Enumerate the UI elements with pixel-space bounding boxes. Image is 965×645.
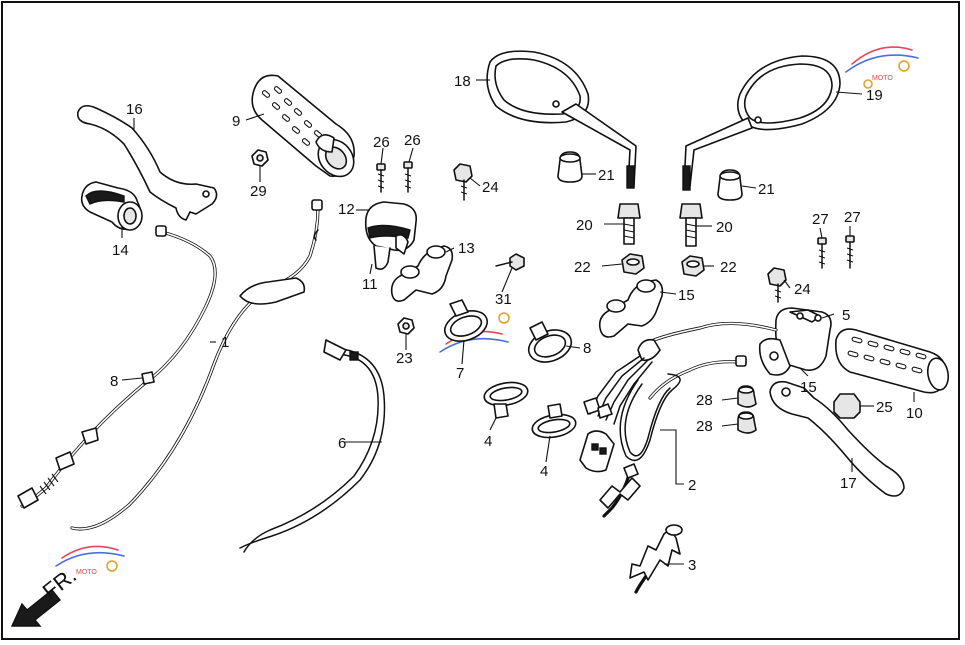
callout-1: 1 [221,334,229,351]
throttle-cable-1 [70,199,323,531]
switch-wiring-harness [579,321,778,473]
cable-boot-3 [629,524,683,594]
clutch-lever-bracket [80,181,143,231]
switch-clamp-15-left [598,279,664,338]
mirror-right [682,55,841,191]
callout-28-lower: 28 [696,418,713,435]
throttle-housing [364,201,418,270]
callout-3: 3 [688,557,696,574]
callout-28-upper: 28 [696,392,713,409]
cable-2 [599,373,681,518]
screw-26-right [403,161,413,193]
callout-4-upper: 4 [484,433,492,450]
nut-22-right [681,255,705,277]
leader-lines [121,79,915,565]
callout-labels: 16 14 29 9 26 26 24 12 11 13 1 8 6 23 7 … [110,73,923,574]
callout-11: 11 [362,276,378,293]
brake-lever [769,380,905,497]
callout-8-right: 8 [583,340,591,357]
bolt-24-right [767,267,787,303]
grip-texture [847,336,927,374]
clamp-band-4-upper [483,381,529,419]
callout-17: 17 [840,475,857,492]
callout-20-left: 20 [576,217,593,234]
callout-7: 7 [456,365,464,382]
callout-4-lower: 4 [540,463,548,480]
cap-25 [833,393,861,419]
callout-9: 9 [232,113,240,130]
watermark-logo-bottom-left: MOTO [55,545,125,576]
callout-23: 23 [396,350,413,367]
callout-26-left: 26 [373,134,390,151]
callout-27-left: 27 [812,211,829,228]
callout-12: 12 [338,201,355,218]
clamp-band-7 [443,299,489,342]
clamp-band-8 [527,321,573,363]
mirror-adapter-20-left [617,203,641,245]
nut-22-left [621,253,645,275]
callout-13: 13 [458,240,475,257]
callout-6: 6 [338,435,346,452]
clamp-band-4-lower [531,403,577,439]
callout-8-left: 8 [110,373,118,390]
front-arrow-icon [10,589,61,627]
callout-21-left: 21 [598,167,615,184]
grip-right [834,328,950,394]
nut-28-lower [737,411,757,434]
screw-27-left [817,237,827,269]
throttle-grip-left [251,74,355,178]
nut-28-upper [737,385,757,408]
svg-text:MOTO: MOTO [872,75,893,82]
callout-15-center: 15 [678,287,695,304]
callout-14: 14 [112,242,129,259]
callout-22-left: 22 [574,259,591,276]
mirror-cap-21-left [557,151,583,183]
clutch-lever [76,104,218,221]
mirror-left [486,50,637,189]
right-switch-housing [758,307,832,376]
callout-24-right: 24 [794,281,811,298]
watermark-logo-top-right: MOTO [845,46,919,89]
mirror-cap-21-right [717,169,743,201]
callout-29: 29 [250,183,267,200]
screw-27-right [845,235,855,269]
callout-26-right: 26 [404,132,421,149]
nut-23 [397,317,415,335]
grip-texture [261,86,323,146]
bolt-31 [495,253,525,271]
callout-19: 19 [866,87,883,104]
cable-6 [239,339,386,553]
callout-25: 25 [876,399,893,416]
callout-27-right: 27 [844,209,861,226]
callout-10: 10 [906,405,923,422]
bolt-24-left [453,163,473,201]
callout-15-right: 15 [800,379,817,396]
front-direction-indicator: FR. [10,562,81,627]
callout-20-right: 20 [716,219,733,236]
screw-26-left [376,163,386,193]
callout-2: 2 [688,477,696,494]
throttle-clamp [390,245,454,302]
callout-16: 16 [126,101,143,118]
callout-18: 18 [454,73,471,90]
clutch-cable-8 [17,225,217,509]
callout-21-right: 21 [758,181,775,198]
callout-5: 5 [842,307,850,324]
callout-24-left: 24 [482,179,499,196]
mirror-adapter-20-right [679,203,703,247]
nut-29 [251,149,269,167]
callout-31: 31 [495,291,512,308]
svg-text:MOTO: MOTO [76,569,97,576]
callout-22-right: 22 [720,259,737,276]
